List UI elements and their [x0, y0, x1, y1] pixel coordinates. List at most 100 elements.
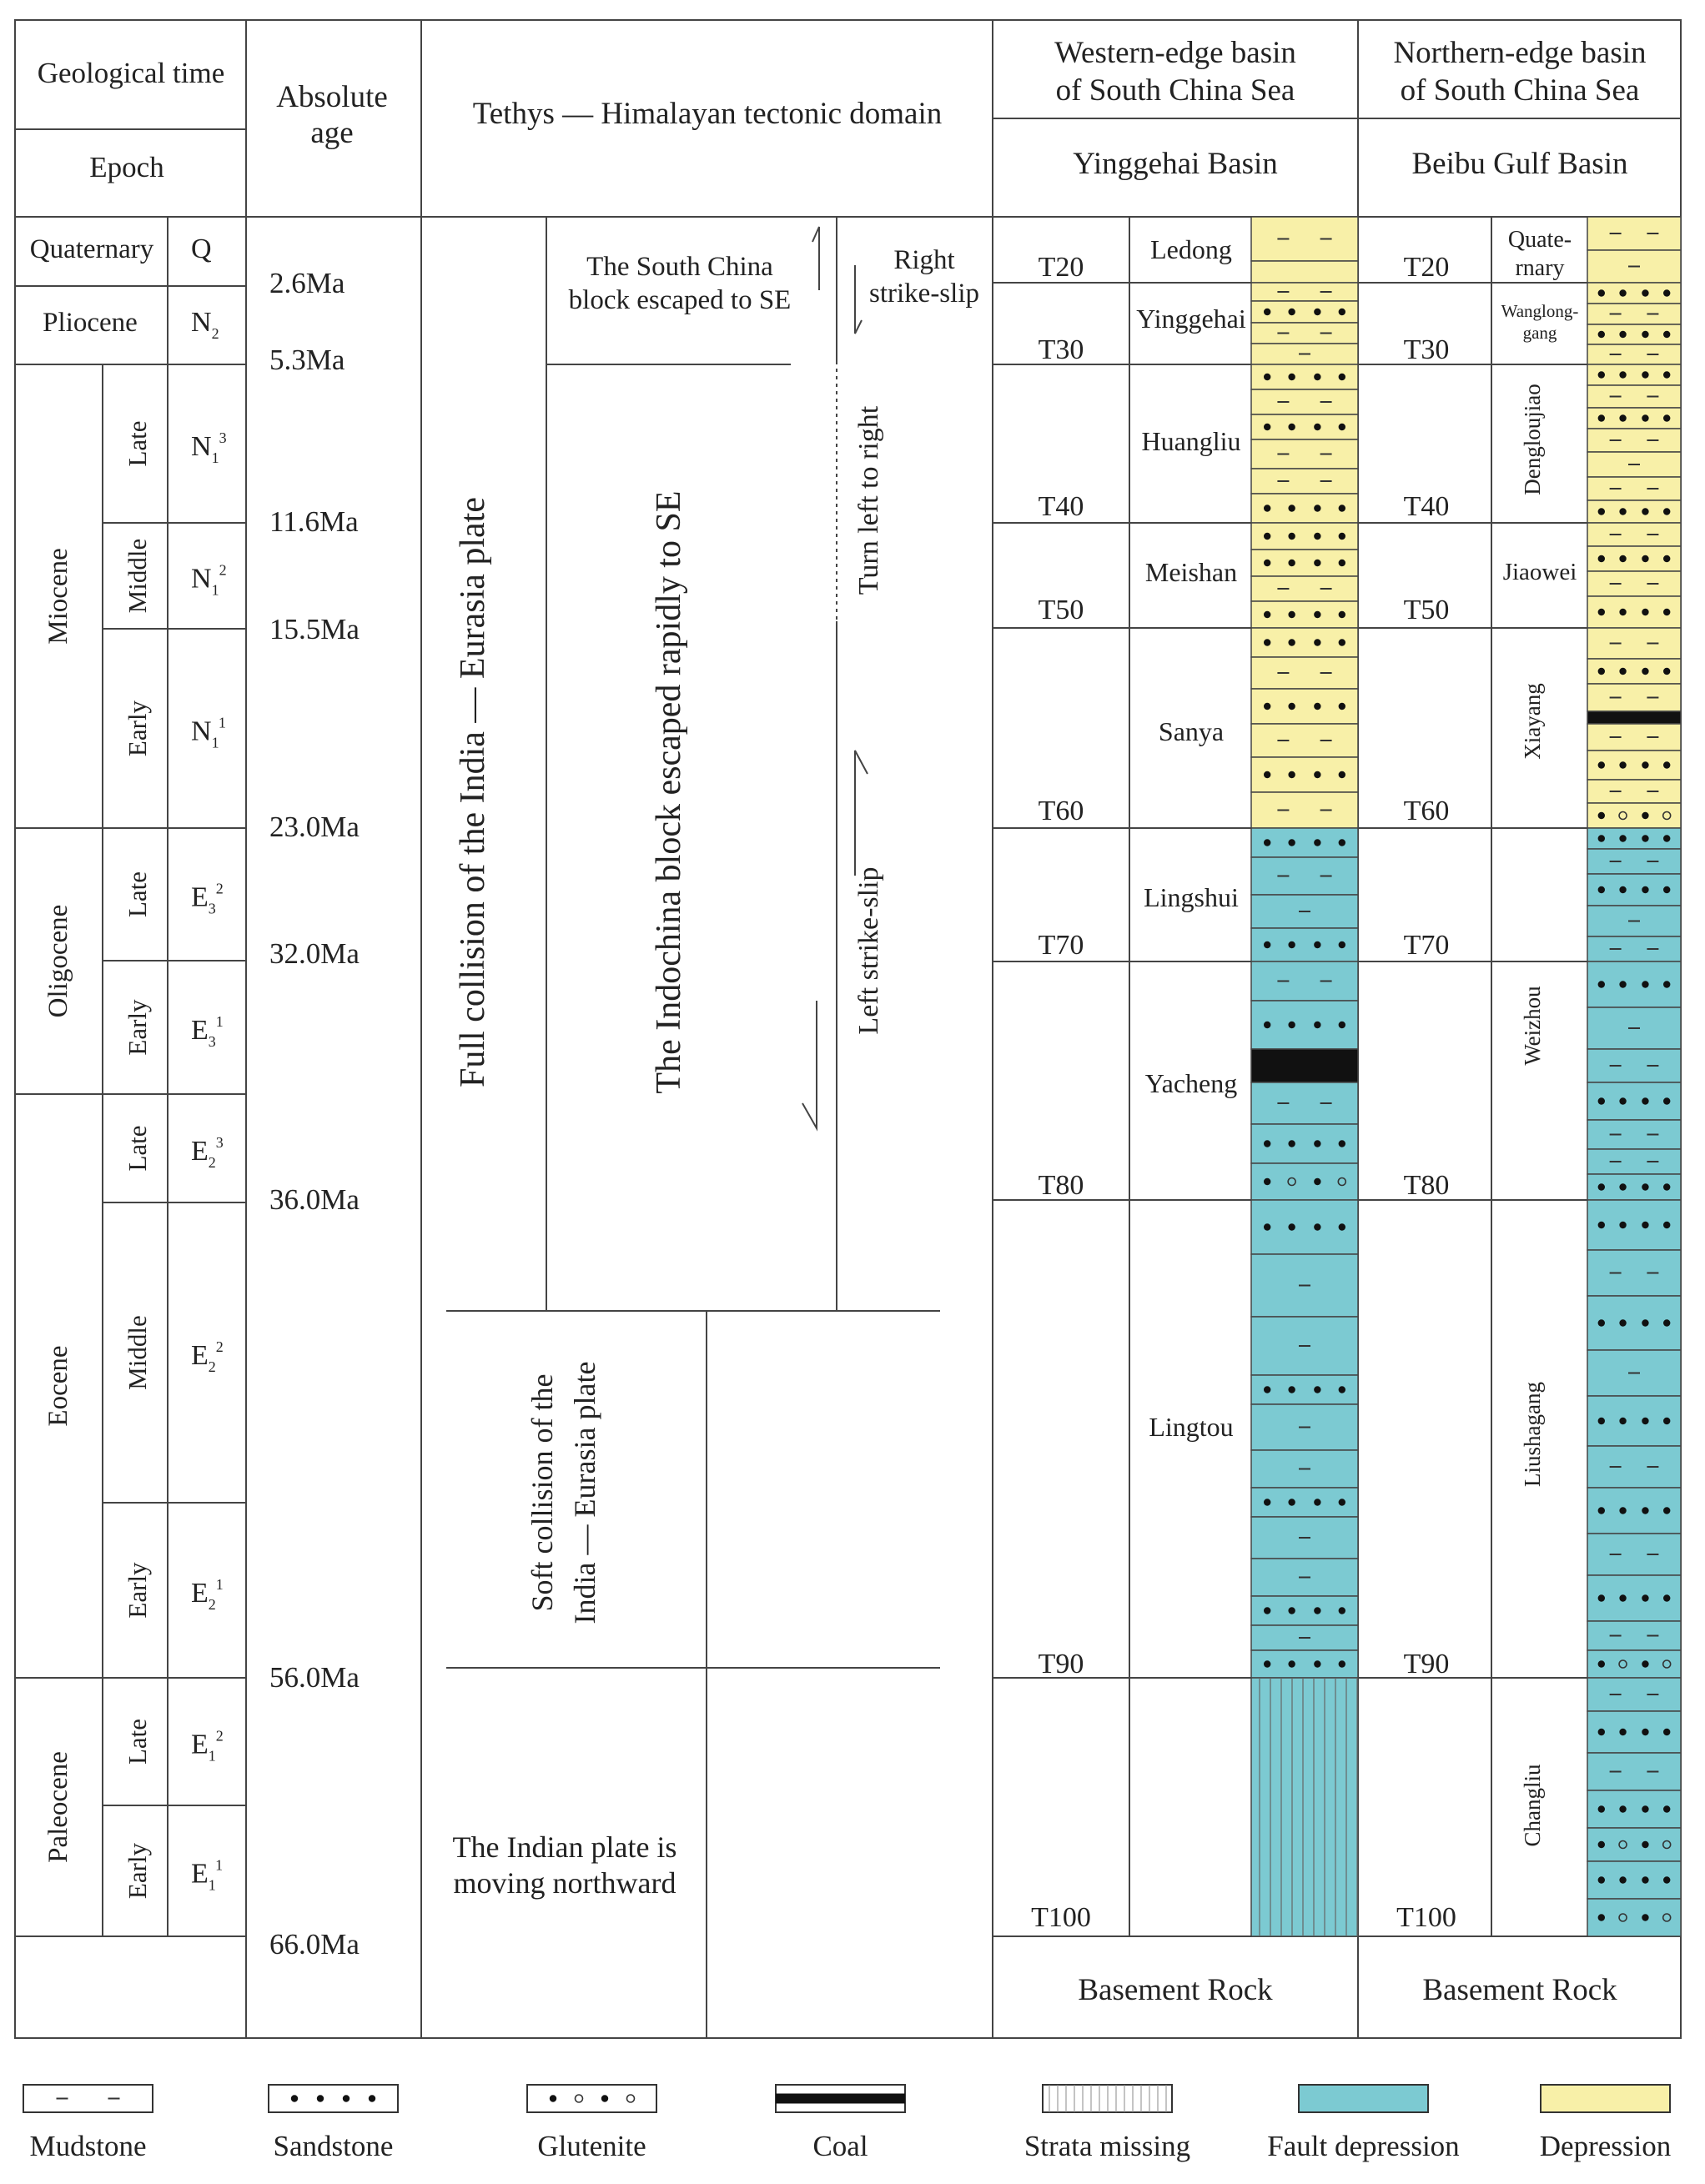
sub-epoch-label: Late — [123, 1125, 152, 1171]
beibu-formation-label: Xiayang — [1520, 683, 1545, 759]
legend-label: Sandstone — [274, 2130, 394, 2162]
northern-region-header: Northern-edge basin — [1393, 36, 1646, 70]
period-code: N2 — [191, 307, 219, 342]
legend-label: Glutenite — [537, 2130, 646, 2162]
lithology-layer — [1250, 439, 1359, 469]
legend-mudstone: Mudstone — [23, 2084, 153, 2162]
horizon-label-yinggehai: T50 — [1039, 595, 1084, 625]
legend-coal: Coal — [775, 2084, 906, 2162]
western-region-header: Western-edge basin — [1054, 36, 1296, 70]
lithology-layer — [1587, 216, 1682, 251]
horizon-label-beibu: T60 — [1404, 796, 1450, 826]
geological-time-header: Geological time — [38, 57, 225, 89]
horizon-label-yinggehai: T80 — [1039, 1170, 1084, 1201]
lithology-layer — [1587, 683, 1682, 712]
sub-epoch-label: Early — [123, 1562, 152, 1619]
absolute-age-header: age — [310, 116, 353, 150]
lithology-layer — [1250, 1082, 1359, 1125]
yinggehai-formation-label: Meishan — [1145, 557, 1237, 587]
sub-epoch-label: Early — [123, 999, 152, 1056]
lithology-layer — [1250, 856, 1359, 896]
legend: Mudstone Sandstone Glutenite Coal Strata mis… — [23, 2084, 1671, 2162]
lithology-layer — [1250, 656, 1359, 690]
yinggehai-formation-label: Lingshui — [1144, 882, 1239, 912]
beibu-formation-label: Weizhou — [1520, 986, 1545, 1066]
epoch-oligocene: Oligocene — [43, 905, 73, 1018]
epoch-paleocene: Paleocene — [43, 1751, 73, 1863]
horizon-label-yinggehai: T90 — [1039, 1649, 1084, 1679]
left-strike-slip-text: Left strike-slip — [853, 866, 884, 1034]
sub-epoch-label: Early — [123, 1842, 152, 1899]
lithology-layer — [1250, 468, 1359, 495]
lithology-layer — [1587, 344, 1682, 365]
lithology-layer — [1587, 1119, 1682, 1150]
legend-label: Strata missing — [1024, 2130, 1190, 2162]
lithology-layer — [1587, 1445, 1682, 1489]
beibu-lithology-column — [1587, 216, 1682, 1937]
yinggehai-formation-label: Yinggehai — [1136, 304, 1246, 334]
yinggehai-basin-header: Yinggehai Basin — [1073, 147, 1278, 181]
western-region-header: of South China Sea — [1056, 73, 1295, 108]
lithology-layer — [1587, 1677, 1682, 1712]
lithology-layer — [1250, 575, 1359, 602]
lithology-layer — [1250, 1677, 1359, 1937]
beibu-basin-header: Beibu Gulf Basin — [1412, 147, 1628, 181]
lithology-layer — [1587, 1048, 1682, 1083]
lithology-layer — [1587, 1752, 1682, 1791]
period-code: E21 — [191, 1576, 224, 1613]
lithology-layer — [1587, 779, 1682, 804]
lithology-layer — [1587, 428, 1682, 453]
south-china-block-text: block escaped to SE — [569, 285, 792, 315]
horizon-label-beibu: T80 — [1404, 1170, 1450, 1201]
right-strike-slip-text: Right — [893, 245, 954, 275]
beibu-formation-label: gang — [1523, 323, 1557, 343]
lithology-layer — [1250, 216, 1359, 262]
horizon-label-yinggehai: T40 — [1039, 491, 1084, 522]
beibu-formation-label: Changliu — [1520, 1764, 1545, 1846]
lithology-layer — [1587, 1620, 1682, 1651]
horizon-label-beibu: T90 — [1404, 1649, 1450, 1679]
horizon-label-yinggehai: T70 — [1039, 930, 1084, 961]
lithology-layer — [1587, 1533, 1682, 1576]
indian-plate-text: The Indian plate is — [453, 1830, 677, 1864]
beibu-formation-label: Quate- — [1508, 227, 1572, 253]
soft-collision-text: India — Eurasia plate — [568, 1362, 601, 1624]
horizon-label-beibu: T40 — [1404, 491, 1450, 522]
lithology-layer — [1587, 570, 1682, 597]
legend-strata-missing: Strata missing — [1024, 2084, 1190, 2162]
lithology-layer — [1587, 710, 1682, 725]
sub-epoch-label: Late — [123, 1719, 152, 1765]
horizon-label-beibu: T30 — [1404, 334, 1450, 365]
epoch-quaternary: Quaternary — [30, 234, 154, 264]
absolute-age-label: 36.0Ma — [269, 1183, 360, 1216]
beibu-formation-label: Liushagang — [1520, 1382, 1545, 1487]
period-code: E12 — [191, 1728, 224, 1765]
epoch-pliocene: Pliocene — [43, 308, 138, 338]
period-code: N13 — [191, 429, 227, 466]
yinggehai-lithology-column — [1250, 216, 1359, 1937]
indochina-block-text: The Indochina block escaped rapidly to S… — [650, 490, 688, 1093]
turn-left-to-right-text: Turn left to right — [853, 405, 884, 595]
horizon-label-yinggehai: T60 — [1039, 796, 1084, 826]
lithology-layer — [1587, 1827, 1682, 1862]
legend-label: Mudstone — [30, 2130, 147, 2162]
sub-epoch-label: Middle — [123, 539, 152, 614]
lithology-layer — [1250, 961, 1359, 1002]
absolute-age-label: 5.3Ma — [269, 344, 345, 376]
absolute-age-label: 56.0Ma — [269, 1661, 360, 1694]
absolute-age-label: 66.0Ma — [269, 1928, 360, 1961]
legend-label: Fault depression — [1267, 2130, 1459, 2162]
legend-depression: Depression — [1540, 2084, 1671, 2162]
yinggehai-formation-label: Yacheng — [1145, 1068, 1238, 1098]
sub-epoch-label: Late — [123, 420, 152, 466]
strike-slip-arrows — [802, 226, 868, 1132]
beibu-formation-label: rnary — [1515, 255, 1564, 281]
lithology-layer — [1587, 303, 1682, 325]
period-code: E22 — [191, 1338, 224, 1375]
period-code: E31 — [191, 1013, 224, 1050]
northern-region-header: of South China Sea — [1401, 73, 1640, 108]
sub-epoch-label: Middle — [123, 1315, 152, 1390]
legend-label: Coal — [812, 2130, 868, 2162]
